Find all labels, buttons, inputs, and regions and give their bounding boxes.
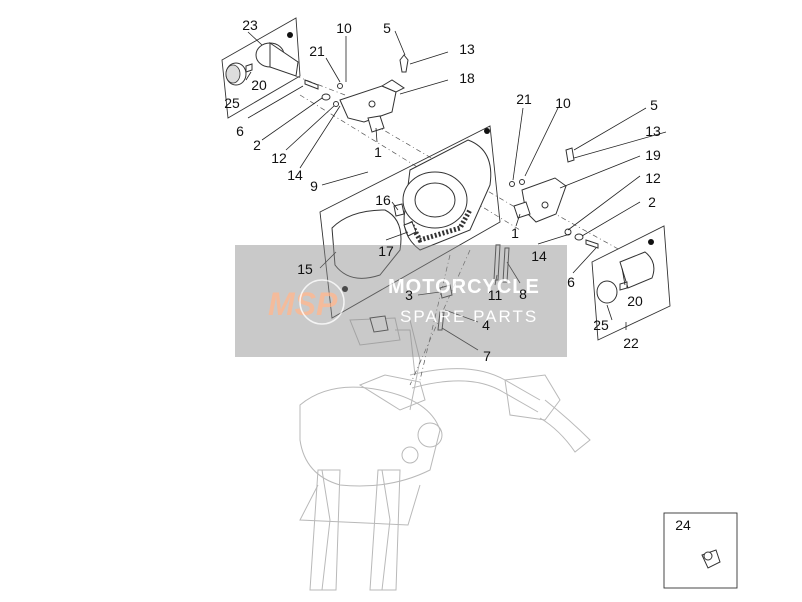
callout-2-left: 2 (253, 137, 261, 153)
callout-25-right: 25 (593, 317, 609, 333)
callout-20-right: 20 (627, 293, 643, 309)
callout-5-left: 5 (383, 20, 391, 36)
callout-18: 18 (459, 70, 475, 86)
callout-6-left: 6 (236, 123, 244, 139)
callout-25-left: 25 (224, 95, 240, 111)
callout-9: 9 (310, 178, 318, 194)
wiring-parts (369, 284, 453, 333)
left-bracket-group (304, 54, 409, 133)
watermark: MSP MOTORCYCLE SPARE PARTS (235, 245, 567, 357)
callout-13-left: 13 (459, 41, 475, 57)
callout-12-right: 12 (645, 170, 661, 186)
watermark-subtitle: SPARE PARTS (400, 307, 538, 326)
callout-8: 8 (519, 286, 527, 302)
screw-5-right (565, 147, 575, 163)
rubber-bush-left (367, 115, 385, 133)
callout-11: 11 (488, 287, 503, 303)
headlamp-group (319, 125, 501, 319)
screw-16 (393, 203, 405, 217)
callout-10-right: 10 (555, 95, 571, 111)
leader-lines (245, 30, 667, 351)
right-turn-indicator-group (591, 225, 671, 341)
item-24-box (663, 512, 738, 589)
screw-5-left (399, 54, 409, 73)
right-bracket (521, 177, 567, 223)
watermark-title: MOTORCYCLE (388, 276, 540, 298)
callout-15: 15 (297, 261, 313, 277)
right-indicator-body (619, 251, 655, 289)
callout-12-left: 12 (271, 150, 287, 166)
callout-3: 3 (405, 287, 413, 303)
callout-1-right: 1 (511, 225, 519, 241)
callout-10-left: 10 (336, 20, 352, 36)
callout-16: 16 (375, 192, 391, 208)
callout-13-right: 13 (645, 123, 661, 139)
callout-22: 22 (623, 335, 639, 351)
rubber-bush-right (513, 201, 531, 219)
callout-24: 24 (675, 517, 691, 533)
headlamp-frame (319, 125, 501, 319)
callout-23-left: 23 (242, 17, 258, 33)
right-indicator-frame (591, 225, 671, 341)
callout-4: 4 (482, 317, 490, 333)
left-indicator-frame (221, 17, 301, 119)
left-turn-indicator-group (221, 17, 301, 119)
callout-2-right: 2 (648, 194, 656, 210)
left-indicator-dot (287, 32, 293, 38)
callout-21-left: 21 (309, 43, 325, 59)
callout-numbers: 23 20 25 6 2 12 14 21 10 5 13 18 1 9 21 … (224, 17, 691, 533)
callout-7: 7 (483, 348, 491, 364)
callout-17: 17 (378, 243, 394, 259)
callout-20-left: 20 (251, 77, 267, 93)
right-indicator-lens (596, 280, 618, 304)
right-bracket-group (493, 147, 599, 283)
callout-14-left: 14 (287, 167, 303, 183)
watermark-band (235, 245, 567, 357)
left-bracket (339, 85, 397, 123)
callout-5-right: 5 (650, 97, 658, 113)
callout-14-right: 14 (531, 248, 547, 264)
callout-21-right: 21 (516, 91, 532, 107)
fork-and-handlebar-drawing (299, 317, 591, 591)
headlamp-lens (331, 209, 402, 279)
callout-1-left: 1 (374, 144, 382, 160)
callout-6-right: 6 (567, 274, 575, 290)
callout-19: 19 (645, 147, 661, 163)
